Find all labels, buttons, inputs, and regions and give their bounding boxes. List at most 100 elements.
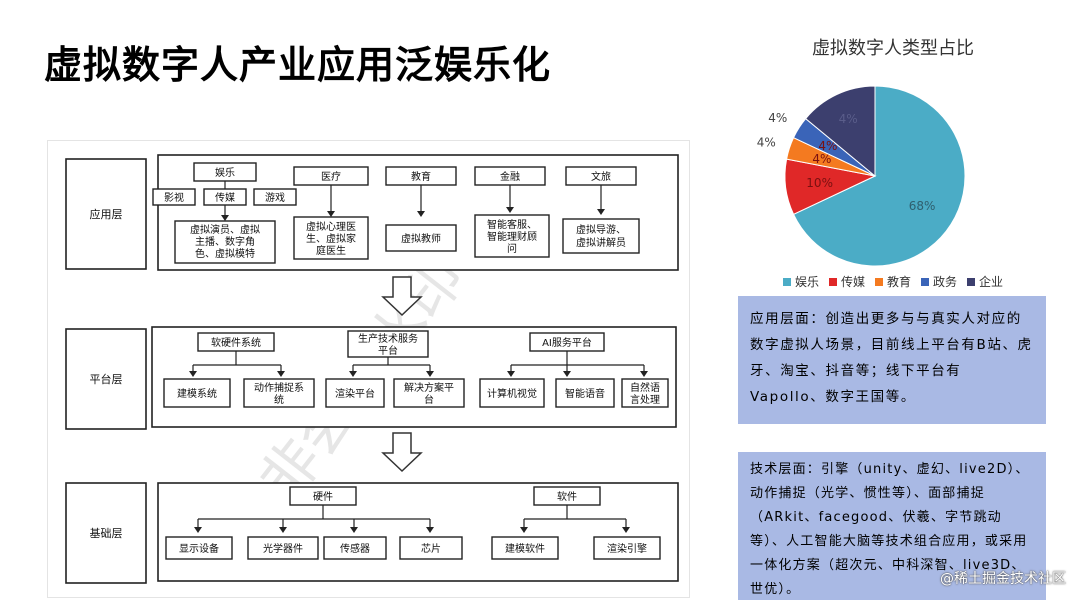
platform-item-cv	[479, 378, 545, 408]
legend-swatch	[921, 277, 929, 286]
app-detail-line: 问	[507, 242, 517, 255]
app-detail-finance	[474, 214, 550, 258]
app-level-description: 应用层面：创造出更多与与真实人对应的数字虚拟人场景，目前线上平台有B站、虎牙、淘…	[738, 296, 1046, 424]
platform-item-solutions	[393, 378, 465, 408]
platform-group-label: 平台	[378, 344, 398, 357]
app-layer-label: 应用层	[90, 207, 123, 221]
app-detail-education	[385, 224, 457, 252]
app-detail-medical	[293, 216, 369, 260]
app-sub-label: 游戏	[265, 191, 285, 204]
platform-item-modeling	[163, 378, 231, 408]
page-title: 虚拟数字人产业应用泛娱乐化	[44, 43, 552, 87]
app-category-label: 医疗	[321, 170, 341, 183]
platform-item-label: 建模系统	[177, 387, 217, 400]
chart-legend: 娱乐 传媒 教育 政务 企业	[740, 273, 1046, 290]
platform-group-production	[347, 330, 429, 358]
legend-swatch	[782, 277, 791, 286]
platform-layer-label-box	[65, 328, 147, 430]
app-detail-line: 虚拟讲解员	[576, 236, 626, 249]
base-item-label: 建模软件	[505, 542, 545, 555]
footer-watermark: @稀土掘金技术社区	[940, 571, 1066, 587]
platform-item-label: 解决方案平	[404, 381, 454, 394]
platform-item-label: 统	[274, 393, 284, 406]
app-sub-label: 影视	[164, 191, 184, 204]
app-category-label: 娱乐	[215, 166, 235, 179]
base-item-label: 显示设备	[179, 542, 219, 555]
app-detail-line: 智能理财顾	[487, 230, 537, 243]
platform-item-label: 计算机视觉	[487, 387, 537, 400]
platform-group-label: 软硬件系统	[211, 336, 261, 349]
platform-item-label: 渲染平台	[335, 387, 375, 400]
platform-item-label: 动作捕捉系	[254, 381, 304, 394]
platform-group-label: 生产技术服务	[358, 332, 418, 345]
legend-swatch	[874, 277, 883, 286]
legend-item: 娱乐	[782, 273, 819, 290]
app-detail-entertainment	[174, 220, 276, 264]
pie-slice-label: 4%	[839, 112, 858, 126]
base-item-render-engine	[593, 536, 661, 560]
base-item-modeling-software	[491, 536, 559, 560]
legend-label: 教育	[886, 275, 911, 289]
base-item-label: 渲染引擎	[607, 542, 647, 555]
app-detail-line: 色、虚拟模特	[195, 247, 255, 260]
platform-group-label: AI服务平台	[542, 336, 592, 349]
chart-title: 虚拟数字人类型占比	[812, 38, 974, 59]
app-sub-game	[253, 188, 297, 206]
app-detail-line: 庭医生	[316, 244, 346, 257]
app-detail-line: 虚拟心理医	[306, 220, 356, 233]
base-item-label: 光学器件	[263, 542, 303, 555]
app-detail-line: 虚拟演员、虚拟	[190, 223, 260, 236]
app-sub-film	[152, 188, 196, 206]
app-detail-line: 智能客服、	[487, 218, 537, 231]
legend-item: 教育	[874, 273, 911, 290]
pie-slice-label: 10%	[806, 176, 833, 190]
base-item-label: 传感器	[340, 542, 370, 555]
app-category-label: 教育	[411, 170, 431, 183]
down-arrow-icon	[381, 276, 423, 317]
app-detail-line: 生、虚拟家	[306, 232, 356, 245]
pie-outside-label: 4%	[757, 136, 776, 150]
platform-item-nlp	[621, 378, 669, 408]
app-layer-label-box	[65, 158, 147, 270]
base-item-chip	[399, 536, 463, 560]
base-layer-label-box	[65, 482, 147, 584]
app-sub-label: 传媒	[215, 192, 235, 204]
platform-item-render	[325, 378, 385, 408]
diagram-svg: 非会员水印 应用层 平台层 基础层 娱乐 影视 传媒 游戏 虚拟演员、虚拟 主播…	[65, 154, 679, 584]
legend-label: 企业	[979, 275, 1004, 289]
base-item-optics	[247, 536, 319, 560]
app-detail-line: 虚拟导游、	[576, 223, 626, 236]
pie-chart: 68%10%4%4%4%4%4%	[757, 85, 966, 267]
app-category-label: 文旅	[591, 170, 611, 183]
app-detail-tourism	[562, 218, 640, 254]
tech-level-description: 技术层面：引擎（unity、虚幻、live2D）、动作捕捉（光学、惯性等）、面部…	[738, 452, 1046, 600]
legend-swatch	[828, 277, 837, 286]
pie-slice-label: 4%	[818, 139, 837, 153]
architecture-diagram: 非会员水印 应用层 平台层 基础层 娱乐 影视 传媒 游戏 虚拟演员、虚拟 主播…	[47, 140, 690, 598]
platform-item-label: 言处理	[630, 393, 660, 406]
base-item-sensor	[323, 536, 387, 560]
app-detail-line: 主播、数字角	[195, 235, 255, 248]
pie-slice-label: 4%	[812, 152, 831, 166]
pie-slice-label: 68%	[909, 199, 936, 213]
pie-chart-panel: 虚拟数字人类型占比 68%10%4%4%4%4%4% 娱乐传媒教育政务企业	[740, 24, 1046, 292]
pie-slice-0	[792, 85, 966, 267]
platform-item-voice	[555, 378, 615, 408]
platform-item-label: 自然语	[630, 381, 660, 394]
base-layer-label: 基础层	[90, 527, 123, 540]
platform-item-label: 台	[424, 393, 434, 406]
legend-label: 娱乐	[794, 275, 819, 289]
legend-label: 政务	[933, 275, 958, 289]
platform-item-mocap	[243, 378, 315, 408]
legend-label: 传媒	[840, 275, 865, 289]
legend-item: 传媒	[828, 273, 865, 290]
platform-layer-label: 平台层	[90, 372, 123, 386]
legend-swatch	[967, 277, 976, 286]
app-category-label: 金融	[500, 170, 520, 183]
base-group-label: 软件	[557, 490, 577, 503]
base-item-label: 芯片	[421, 542, 441, 555]
legend-item: 企业	[967, 273, 1003, 290]
base-group-label: 硬件	[313, 491, 333, 503]
base-item-display	[165, 536, 233, 560]
app-detail-line: 虚拟教师	[401, 232, 441, 245]
